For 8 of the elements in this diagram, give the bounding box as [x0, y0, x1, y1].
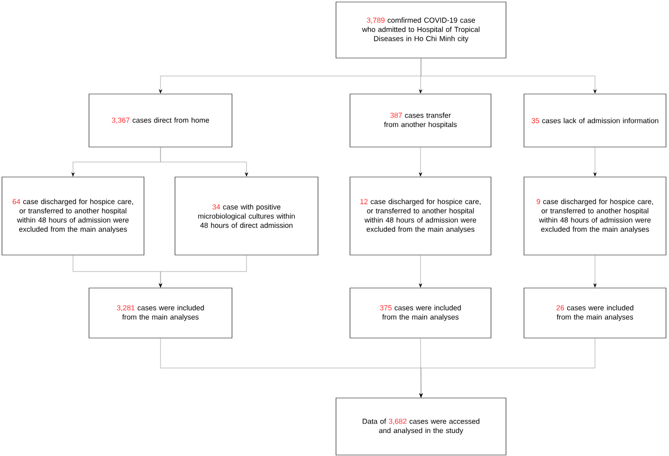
arrow [159, 255, 247, 288]
arrow [160, 147, 248, 176]
arrow [594, 255, 596, 288]
arrow [420, 338, 596, 398]
arrow [419, 147, 422, 176]
arrow [420, 58, 596, 94]
arrow [594, 147, 596, 176]
arrow [419, 255, 422, 288]
